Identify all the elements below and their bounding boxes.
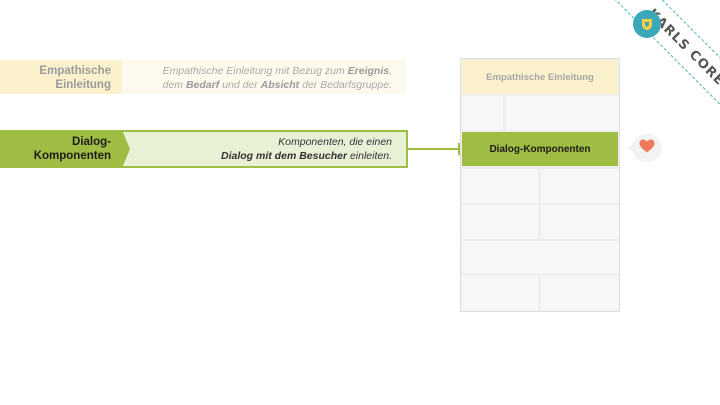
desc-line1: Komponenten, die einen (278, 136, 392, 148)
wireframe-cell (462, 205, 538, 239)
heart-icon (639, 139, 655, 158)
wireframe-cell (541, 276, 619, 310)
step-label-empathische-einleitung: Empathische Einleitung (0, 60, 128, 94)
wireframe-cell (462, 276, 538, 310)
desc-line2: Dialog mit dem Besucher einleiten. (221, 150, 392, 162)
wireframe-cell (541, 169, 619, 203)
step-description-empathische-einleitung: Empathische Einleitung mit Bezug zum Ere… (122, 60, 406, 94)
bubble-tail (626, 144, 634, 152)
step-label-line1: Dialog- (72, 136, 111, 148)
wireframe-cell (462, 96, 503, 130)
wireframe-cell (462, 241, 619, 273)
page-wireframe (460, 58, 620, 312)
desc-line2: dem Bedarf und der Absicht der Bedarfsgr… (162, 79, 392, 91)
step-label-line1: Empathische (39, 65, 111, 77)
karls-logo-icon (633, 10, 661, 38)
wireframe-header-block: Empathische Einleitung (462, 60, 618, 94)
desc-line1: Empathische Einleitung mit Bezug zum Ere… (162, 65, 392, 77)
step-label-line2: Einleitung (55, 79, 111, 91)
step-label-dialog-komponenten: Dialog- Komponenten (0, 130, 128, 168)
wireframe-cell (541, 205, 619, 239)
wireframe-dialog-block: Dialog-Komponenten (462, 132, 618, 166)
heart-bubble (632, 134, 662, 162)
step-label-line2: Komponenten (33, 150, 111, 162)
wireframe-cell (462, 169, 538, 203)
step-description-dialog-komponenten: Komponenten, die einen Dialog mit dem Be… (120, 130, 408, 168)
connector-line (406, 148, 462, 150)
wireframe-cell (506, 96, 619, 130)
